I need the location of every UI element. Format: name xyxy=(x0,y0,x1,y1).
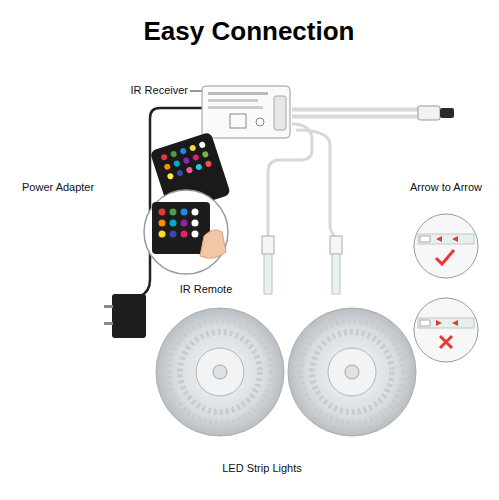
strip-connector xyxy=(262,236,342,294)
power-adapter xyxy=(104,294,146,338)
white-cables-part xyxy=(292,109,420,112)
remote-closeup-part xyxy=(181,231,188,238)
led-reel-part xyxy=(288,308,416,436)
led-reel-part xyxy=(300,320,404,424)
correct-inset xyxy=(414,214,478,278)
ir-remote-part xyxy=(192,154,200,162)
remote-closeup xyxy=(144,190,228,274)
ir-remote-part xyxy=(170,150,178,158)
white-cables-outline xyxy=(292,108,420,118)
led-reel-part xyxy=(213,365,227,379)
ir-remote-part xyxy=(183,157,191,165)
remote-closeup-part xyxy=(159,220,166,227)
remote-closeup-part xyxy=(192,209,199,216)
ir-receiver-part xyxy=(230,114,246,128)
dc-connector-part xyxy=(440,108,454,118)
white-cables-part xyxy=(292,115,420,118)
wrong-inset-part xyxy=(436,320,442,326)
ir-remote-part xyxy=(186,166,194,174)
led-reel-part xyxy=(328,348,376,396)
part-label: IR Receiver xyxy=(131,84,188,96)
ir-remote-part xyxy=(198,141,206,149)
diagram-title: Easy Connection xyxy=(144,16,355,47)
ir-remote-part xyxy=(160,153,168,161)
ir-remote-part xyxy=(189,144,197,152)
ir-receiver-part xyxy=(208,99,258,102)
correct-inset-part xyxy=(436,236,442,242)
part-label: LED Strip Lights xyxy=(222,462,301,474)
remote-closeup-part xyxy=(181,220,188,227)
remote-closeup-part xyxy=(170,209,177,216)
remote-closeup-part xyxy=(192,231,199,238)
wrong-inset-part xyxy=(420,320,430,326)
led-reel-part xyxy=(312,332,392,412)
led-reel-part xyxy=(345,365,359,379)
strip-connector-part xyxy=(264,254,272,294)
led-reel-part xyxy=(168,320,272,424)
dc-connector-part xyxy=(418,106,440,120)
ir-receiver-part xyxy=(208,106,263,109)
correct-inset-part xyxy=(414,214,478,278)
white-cables-part xyxy=(296,130,336,238)
white-cables-outline-part xyxy=(292,108,420,109)
wrong-inset-part xyxy=(414,298,478,362)
strip-connector-part xyxy=(330,236,342,254)
power-adapter-part xyxy=(104,305,113,308)
remote-closeup-part xyxy=(159,209,166,216)
remote-closeup-part xyxy=(200,230,226,259)
correct-inset-part xyxy=(420,236,430,242)
led-reel xyxy=(156,308,416,436)
part-label: IR Remote xyxy=(180,283,233,295)
ir-remote-part xyxy=(179,147,187,155)
remote-closeup-part xyxy=(170,231,177,238)
ir-remote-part xyxy=(195,163,203,171)
strip-connector-part xyxy=(262,236,274,254)
remote-closeup-part xyxy=(192,220,199,227)
wrong-inset-part xyxy=(440,336,452,348)
remote-closeup-part xyxy=(152,202,210,254)
wrong-inset-part xyxy=(418,318,474,328)
correct-inset-part xyxy=(418,234,474,244)
part-label: Arrow to Arrow xyxy=(410,181,482,193)
ir-receiver xyxy=(202,86,290,138)
white-cables-part xyxy=(268,124,312,238)
ir-remote-part xyxy=(167,172,175,180)
ir-remote-part xyxy=(176,169,184,177)
ir-remote-part xyxy=(202,151,210,159)
remote-closeup-part xyxy=(159,231,166,238)
part-label: Power Adapter xyxy=(22,181,94,193)
power-adapter-part xyxy=(104,322,113,325)
ir-remote-part xyxy=(173,160,181,168)
ir-remote-part xyxy=(205,160,213,168)
led-reel-part xyxy=(180,332,260,412)
remote-closeup-part xyxy=(181,209,188,216)
remote-closeup-part xyxy=(144,190,228,274)
ir-receiver-part xyxy=(274,96,286,130)
remote-closeup-part xyxy=(170,220,177,227)
ir-remote-part xyxy=(163,163,171,171)
dc-connector xyxy=(418,106,454,120)
ir-receiver-part xyxy=(256,118,264,126)
led-reel-part xyxy=(156,308,284,436)
wrong-inset xyxy=(414,298,478,362)
led-reel-part xyxy=(196,348,244,396)
white-cables xyxy=(268,110,420,238)
correct-inset-part xyxy=(452,236,458,242)
power-adapter-part xyxy=(112,294,146,338)
white-cables-outline-part xyxy=(292,118,420,119)
wrong-inset-part xyxy=(452,320,458,326)
correct-inset-part xyxy=(436,250,454,264)
ir-receiver-part xyxy=(208,92,268,95)
ir-receiver-part xyxy=(202,86,290,138)
strip-connector-part xyxy=(332,254,340,294)
